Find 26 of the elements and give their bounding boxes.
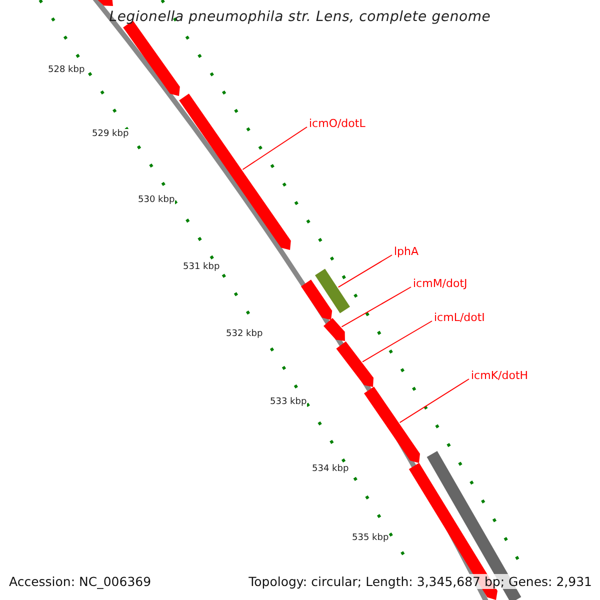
gene-bar [315, 268, 350, 314]
accession-text: Accession: NC_006369 [9, 574, 152, 589]
scale-label: 532 kbp [226, 329, 263, 339]
gene-label: lphA [394, 245, 419, 258]
scale-label: 528 kbp [48, 65, 85, 75]
leader-line [399, 378, 470, 424]
gene-label: icmL/dotI [434, 311, 485, 324]
title: Legionella pneumophila str. Lens, complete genome [108, 9, 492, 25]
gene-label: icmO/dotL [309, 117, 366, 130]
gene-segment [179, 94, 291, 250]
leader-line [362, 320, 432, 362]
gene-segment [336, 341, 374, 387]
scale-label: 529 kbp [92, 129, 129, 139]
scale-label: 534 kbp [312, 464, 349, 474]
scale-label: 535 kbp [352, 533, 389, 543]
gene-label: icmM/dotJ [413, 277, 468, 290]
scale-label: 533 kbp [270, 397, 307, 407]
gene-segment [324, 318, 345, 341]
gene-segment [364, 386, 420, 463]
leader-line [338, 254, 392, 288]
genome-stats-text: Topology: circular; Length: 3,345,687 bp; Genes: 2,931 [248, 574, 592, 589]
scale-label: 531 kbp [183, 262, 220, 272]
gene-label: icmK/dotH [471, 369, 528, 382]
gene-segment [301, 280, 332, 320]
leader-line [341, 286, 412, 328]
leader-line [242, 126, 308, 170]
